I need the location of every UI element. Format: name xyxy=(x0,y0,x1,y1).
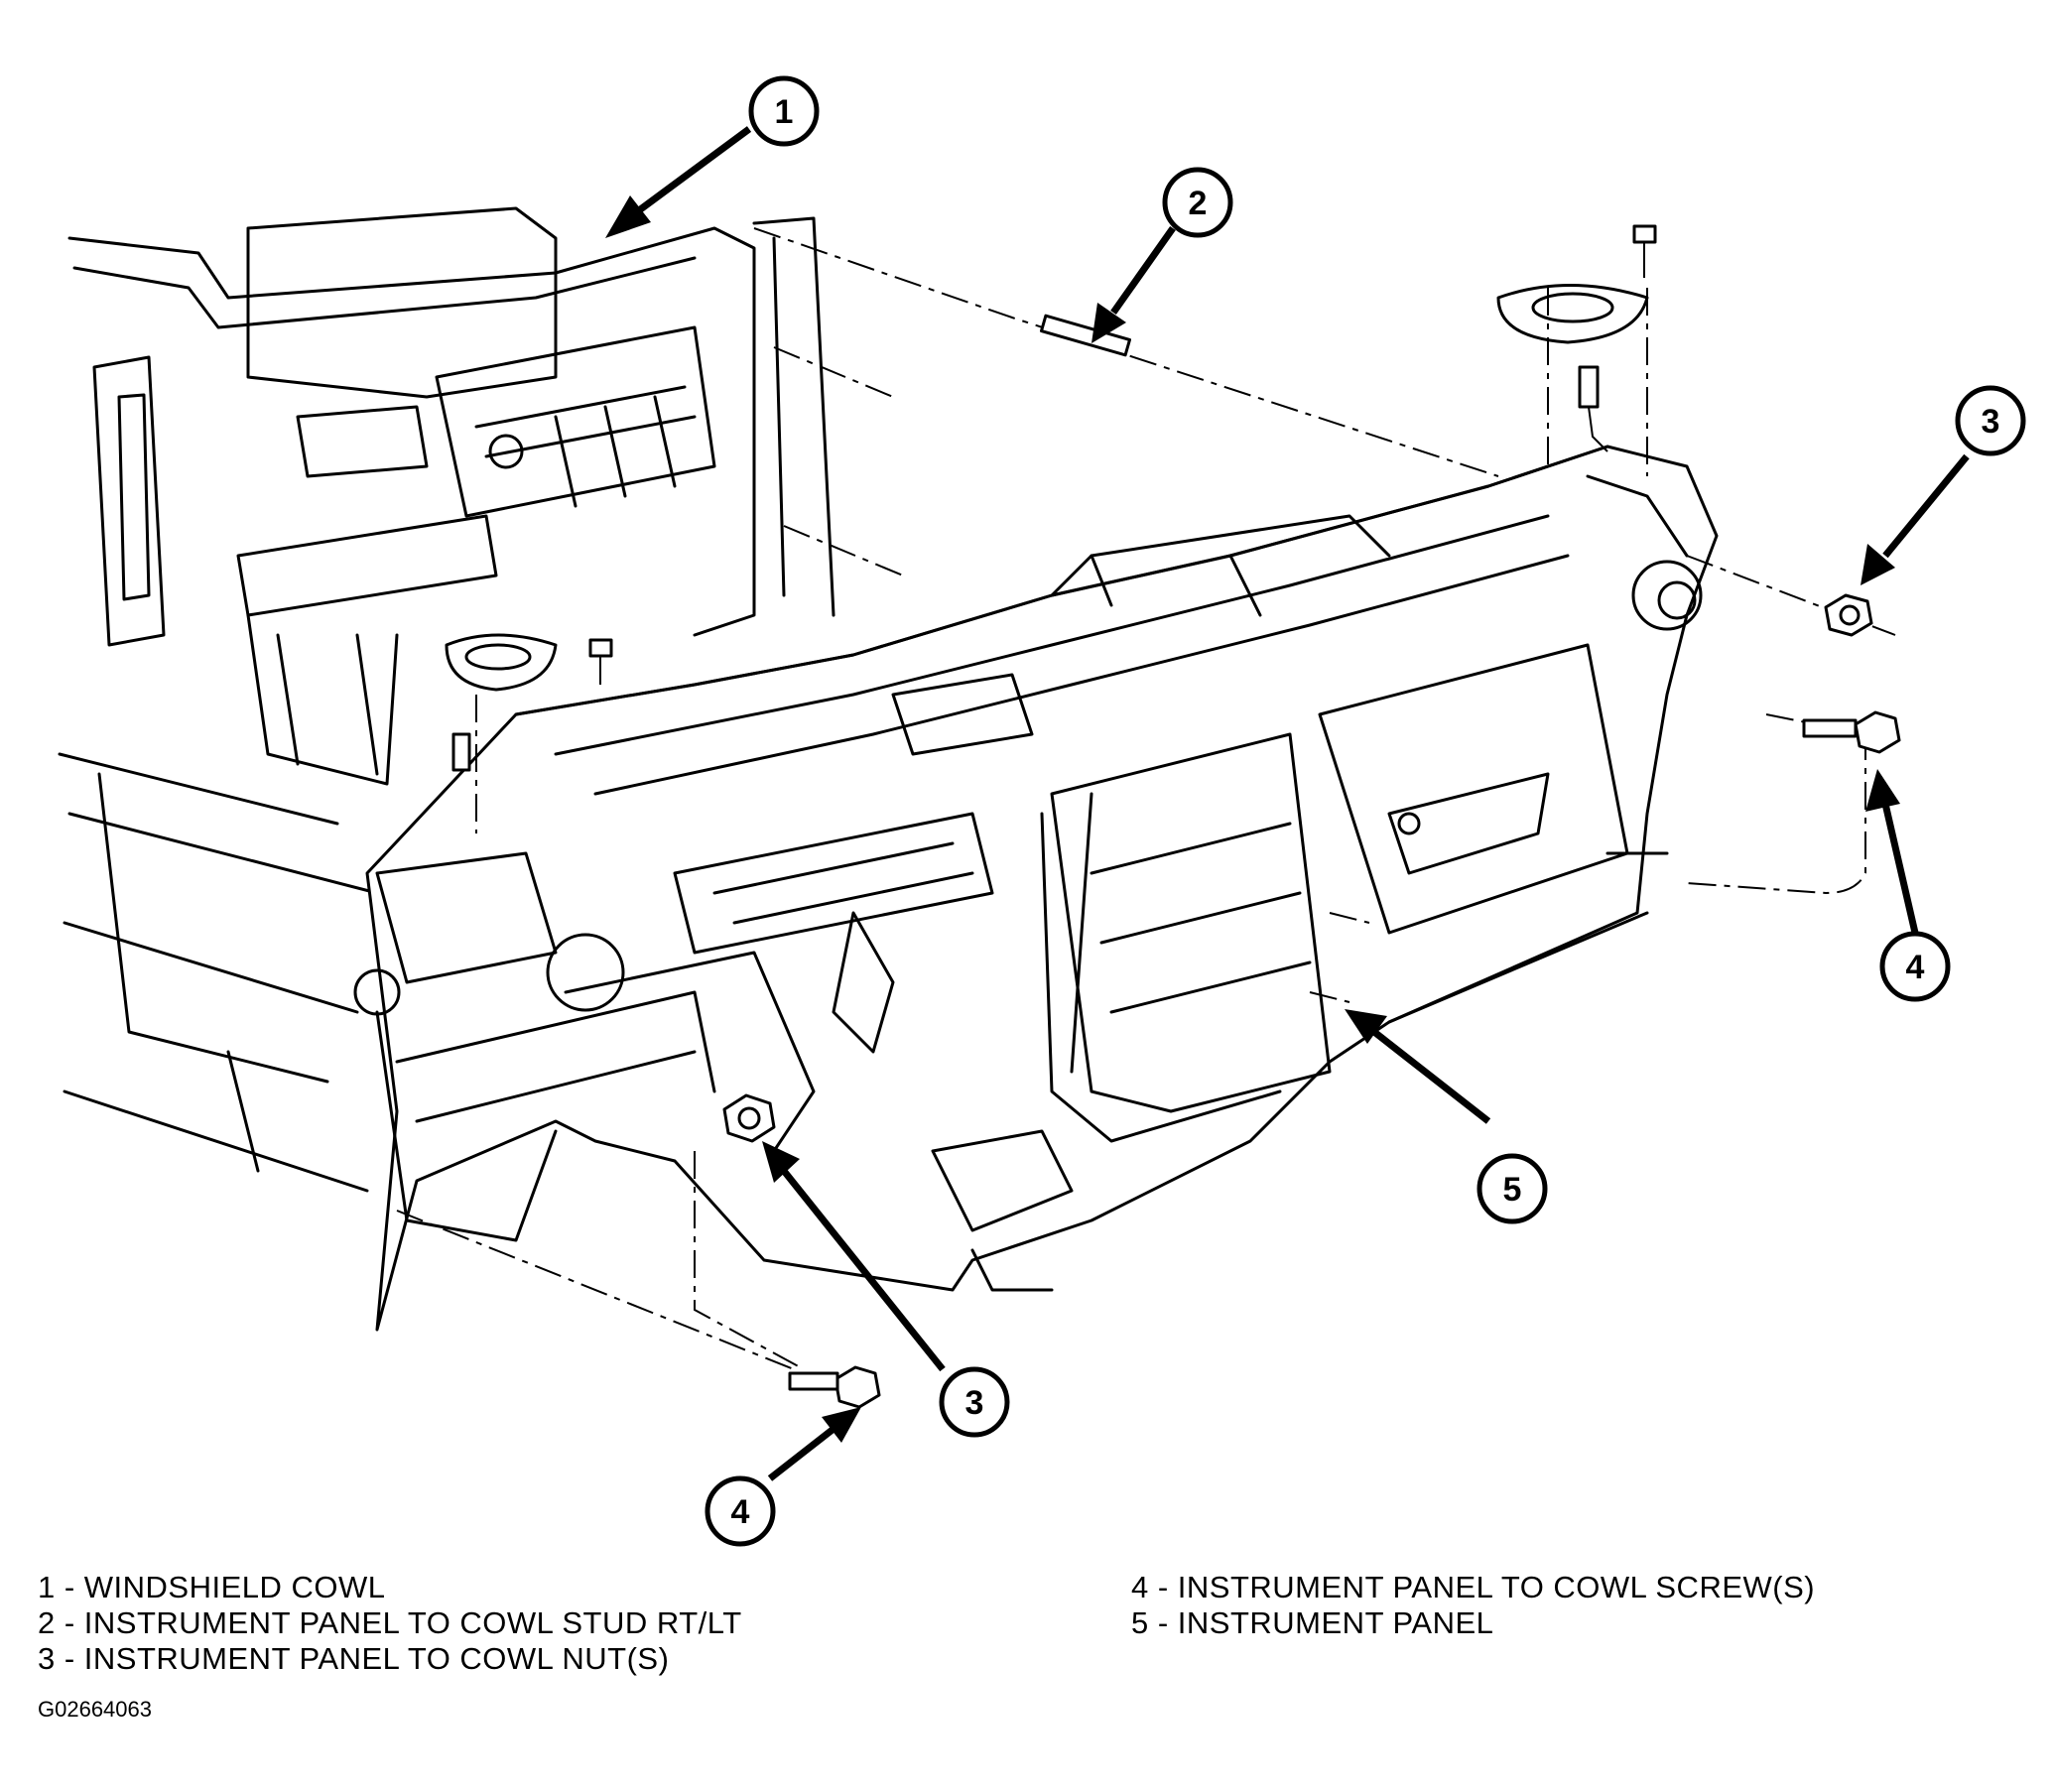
svg-text:1: 1 xyxy=(775,93,794,131)
callout-arrows xyxy=(605,126,1970,1481)
callout-4-right: 4 xyxy=(1879,931,1951,1002)
fastener-screw-right xyxy=(1802,710,1901,754)
legend-left: 1 - WINDSHIELD COWL 2 - INSTRUMENT PANEL… xyxy=(38,1570,742,1677)
legend-item-2: 2 - INSTRUMENT PANEL TO COWL STUD RT/LT xyxy=(38,1605,742,1640)
callout-4-left: 4 xyxy=(705,1475,776,1547)
svg-text:5: 5 xyxy=(1503,1171,1522,1209)
callout-5: 5 xyxy=(1476,1153,1548,1224)
svg-text:4: 4 xyxy=(1906,949,1925,986)
callout-3-left: 3 xyxy=(939,1366,1010,1438)
svg-text:3: 3 xyxy=(965,1384,984,1422)
fastener-nut-right xyxy=(1824,593,1873,637)
fastener-screw-left xyxy=(788,1365,881,1409)
legend-item-3: 3 - INSTRUMENT PANEL TO COWL NUT(S) xyxy=(38,1641,670,1676)
callout-2: 2 xyxy=(1162,167,1233,238)
legend-right: 4 - INSTRUMENT PANEL TO COWL SCREW(S) 5 … xyxy=(1131,1570,1815,1641)
windshield-cowl-drawing xyxy=(58,206,835,1193)
svg-text:3: 3 xyxy=(1982,403,2000,441)
instrument-panel-drawing xyxy=(353,224,1719,1332)
legend-item-1: 1 - WINDSHIELD COWL xyxy=(38,1570,386,1604)
legend-item-4: 4 - INSTRUMENT PANEL TO COWL SCREW(S) xyxy=(1131,1570,1816,1604)
alignment-lines xyxy=(396,227,1896,1370)
svg-text:4: 4 xyxy=(731,1493,750,1531)
callout-3-right: 3 xyxy=(1955,385,2026,456)
callout-1: 1 xyxy=(748,75,820,147)
figure-id: G02664063 xyxy=(38,1697,152,1722)
svg-text:2: 2 xyxy=(1189,185,1208,222)
fastener-nut-left xyxy=(722,1093,776,1143)
fastener-stud xyxy=(1039,314,1132,357)
legend-item-5: 5 - INSTRUMENT PANEL xyxy=(1131,1605,1494,1640)
